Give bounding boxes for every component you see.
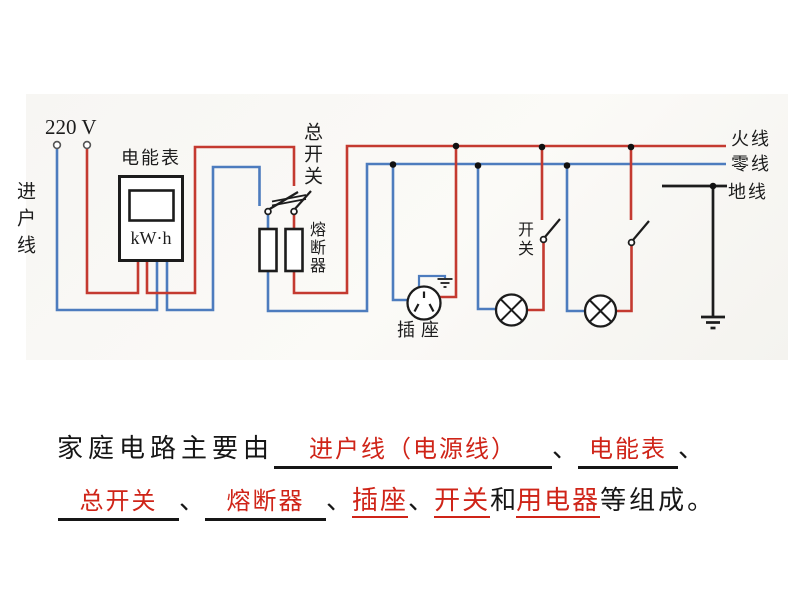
caption-item-socket: 插座 (352, 486, 409, 518)
neutral-terminal-icon (52, 140, 62, 150)
comma: 、 (678, 434, 705, 463)
blank-main-switch: 总开关 (58, 489, 179, 522)
incoming-neutral-wire (55, 149, 159, 312)
blank-fuse: 熔断器 (205, 489, 327, 522)
junction-dots (389, 142, 717, 190)
fuse-symbols (258, 227, 304, 273)
meter-to-switch-neutral (165, 165, 261, 312)
lamp2-live-return (616, 245, 633, 313)
lamp2-symbol (583, 294, 618, 328)
caption-item-appliance: 用电器 (516, 486, 601, 518)
ground-wire-group (662, 184, 727, 330)
lamp1-live-return (527, 242, 545, 312)
lamp1-switch-symbol (539, 218, 561, 244)
blank-incoming-line: 进户线（电源线） (274, 437, 553, 470)
lamp2-switch-symbol (627, 220, 650, 247)
caption-prefix: 家庭电路主要由 (57, 434, 275, 463)
supply-terminals (52, 140, 92, 150)
socket-label: 插座 (397, 320, 445, 340)
socket-symbol (406, 278, 453, 321)
main-switch-symbol (264, 190, 312, 216)
lamp-switch-label: 开关 (515, 221, 532, 259)
voltage-label: 220 V (45, 115, 97, 139)
socket-earth-icon (437, 278, 453, 288)
caption-line-2: 总开关、熔断器、插座、开关和用电器等组成。 (58, 480, 717, 522)
comma: 、 (408, 486, 435, 515)
incoming-line-label: 进户线 (14, 181, 35, 262)
caption-and: 和 (490, 486, 517, 515)
main-switch-label: 总开关 (301, 122, 322, 188)
neutral-bus (266, 162, 726, 313)
caption-suffix: 等组成。 (600, 486, 717, 515)
comma: 、 (552, 434, 579, 463)
household-circuit-diagram (52, 140, 727, 330)
socket-ground-wire (417, 274, 447, 290)
fuse-right (284, 227, 304, 273)
lamp1-neutral-drop (476, 166, 497, 311)
meter-unit-label: kW·h (130, 228, 172, 248)
socket-neutral-drop (391, 164, 409, 302)
live-bus (292, 144, 726, 295)
live-wire-label: 火线 (731, 129, 771, 149)
live-terminal-icon (82, 140, 92, 150)
neutral-wires (55, 149, 726, 313)
lamp1-symbol (494, 293, 529, 327)
energy-meter-label: 电能表 (121, 148, 181, 168)
caption-item-switch: 开关 (434, 486, 491, 518)
fuse-left (258, 227, 278, 273)
meter-to-switch-live (145, 145, 296, 295)
incoming-live-wire (85, 149, 140, 295)
blank-energy-meter: 电能表 (578, 437, 679, 470)
energy-meter-symbol (118, 175, 184, 262)
live-wires (85, 144, 726, 313)
lamp2-neutral-drop (565, 166, 586, 313)
ground-wire-label: 地线 (728, 182, 768, 202)
comma: 、 (326, 486, 353, 515)
caption-line-1: 家庭电路主要由进户线（电源线）、电能表、 (57, 428, 705, 470)
fuse-label: 熔断器 (307, 221, 324, 275)
socket-live-drop (440, 146, 458, 299)
neutral-wire-label: 零线 (731, 154, 771, 174)
comma: 、 (179, 486, 206, 515)
